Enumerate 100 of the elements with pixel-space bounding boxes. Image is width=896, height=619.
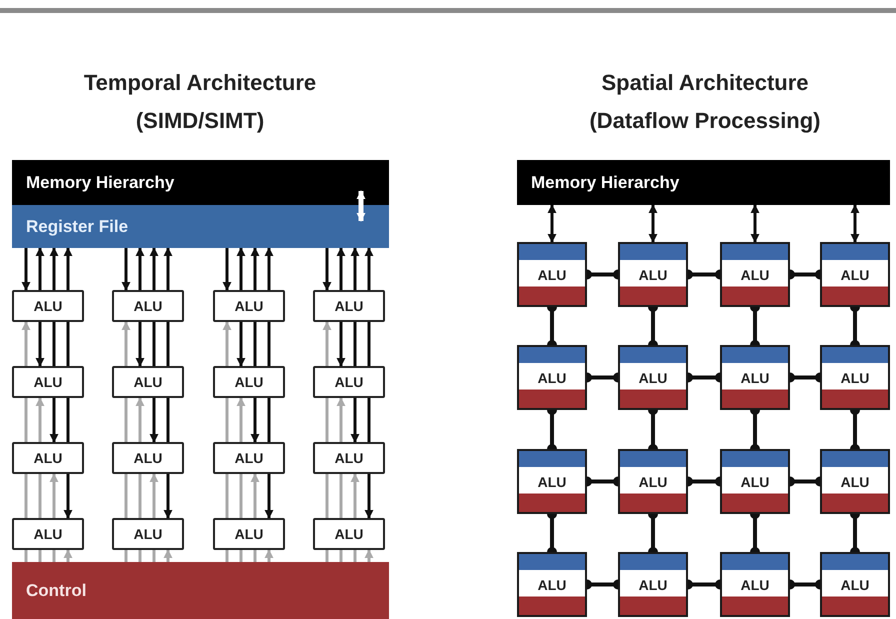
alu-box: ALU <box>213 366 285 398</box>
arrow <box>36 247 44 290</box>
alu-box: ALU <box>12 366 84 398</box>
alu-box: ALU <box>618 242 688 307</box>
arrow <box>364 474 374 519</box>
alu-box: ALU <box>213 290 285 322</box>
memory-bar: Memory Hierarchy <box>517 160 890 205</box>
connector-line <box>268 322 270 366</box>
connector-line <box>226 398 228 442</box>
connector-line <box>38 474 42 518</box>
alu-box: ALU <box>112 518 184 550</box>
arrow <box>322 248 332 291</box>
connector-line <box>326 398 328 442</box>
alu-box: ALU <box>313 442 385 474</box>
arrow <box>122 321 130 366</box>
arrow <box>264 474 274 519</box>
connector-line <box>166 322 170 366</box>
alu-box: ALU <box>12 442 84 474</box>
connector-line <box>138 474 142 518</box>
connector-line <box>368 322 370 366</box>
alu-box: ALU <box>618 449 688 514</box>
arrow <box>222 321 232 366</box>
alu-box: ALU <box>313 518 385 550</box>
arrow <box>264 247 274 290</box>
connector-line <box>166 398 170 442</box>
arrow <box>136 247 144 290</box>
connector-line <box>340 474 342 518</box>
connector-line <box>124 550 128 562</box>
connector-line <box>138 550 142 562</box>
arrow <box>50 398 58 443</box>
connector-line <box>340 550 342 562</box>
arrow <box>50 473 58 518</box>
connector-line <box>24 398 28 442</box>
arrow <box>336 397 346 442</box>
arrow <box>250 247 260 290</box>
alu-box: ALU <box>820 345 890 410</box>
arrow <box>236 322 246 367</box>
arrow <box>164 549 172 562</box>
connector-line <box>66 322 70 366</box>
connector-line <box>254 550 256 562</box>
connector-line <box>52 322 56 366</box>
arrow <box>236 247 246 290</box>
connector-line <box>368 398 370 442</box>
arrow <box>36 397 44 442</box>
arrow <box>164 474 172 519</box>
arrow <box>64 549 72 562</box>
alu-box: ALU <box>213 518 285 550</box>
arrow <box>22 248 30 291</box>
arrow <box>150 473 158 518</box>
connector-line <box>240 550 242 562</box>
arrow <box>64 474 72 519</box>
double-arrow <box>648 204 658 243</box>
alu-box: ALU <box>517 449 587 514</box>
connector-line <box>38 550 42 562</box>
arrow <box>264 549 274 562</box>
arrow <box>64 247 72 290</box>
connector-line <box>226 474 228 518</box>
connector-line <box>268 398 270 442</box>
alu-box: ALU <box>820 449 890 514</box>
connector-line <box>254 322 256 366</box>
arrow <box>36 322 44 367</box>
alu-box: ALU <box>618 345 688 410</box>
alu-box: ALU <box>820 242 890 307</box>
connector-line <box>52 550 56 562</box>
panel-heading: Spatial Architecture (Dataflow Processing) <box>588 69 822 135</box>
arrow <box>150 398 158 443</box>
panel-heading: Temporal Architecture (SIMD/SIMT) <box>82 69 318 135</box>
double-arrow <box>548 204 556 243</box>
alu-box: ALU <box>112 442 184 474</box>
control-bar: Control <box>12 562 389 619</box>
arrow <box>336 322 346 367</box>
connector-line <box>354 550 356 562</box>
connector-line <box>354 322 356 366</box>
alu-box: ALU <box>12 518 84 550</box>
arrow <box>322 321 332 366</box>
alu-box: ALU <box>313 290 385 322</box>
arrow <box>336 247 346 290</box>
connector-line <box>152 550 156 562</box>
alu-box: ALU <box>820 552 890 617</box>
connector-line <box>326 474 328 518</box>
alu-box: ALU <box>720 345 790 410</box>
alu-box: ALU <box>517 552 587 617</box>
alu-box: ALU <box>313 366 385 398</box>
connector-line <box>226 550 228 562</box>
arrow <box>250 473 260 518</box>
connector-line <box>152 322 156 366</box>
arrow <box>50 247 58 290</box>
arrow <box>222 248 232 291</box>
double-arrow <box>356 190 366 222</box>
alu-box: ALU <box>517 345 587 410</box>
connector-line <box>24 550 28 562</box>
arrow <box>136 397 144 442</box>
arrow <box>236 397 246 442</box>
connector-line <box>326 550 328 562</box>
alu-box: ALU <box>618 552 688 617</box>
arrow <box>350 398 360 443</box>
alu-box: ALU <box>720 552 790 617</box>
connector-line <box>124 398 128 442</box>
connector-line <box>124 474 128 518</box>
alu-box: ALU <box>12 290 84 322</box>
